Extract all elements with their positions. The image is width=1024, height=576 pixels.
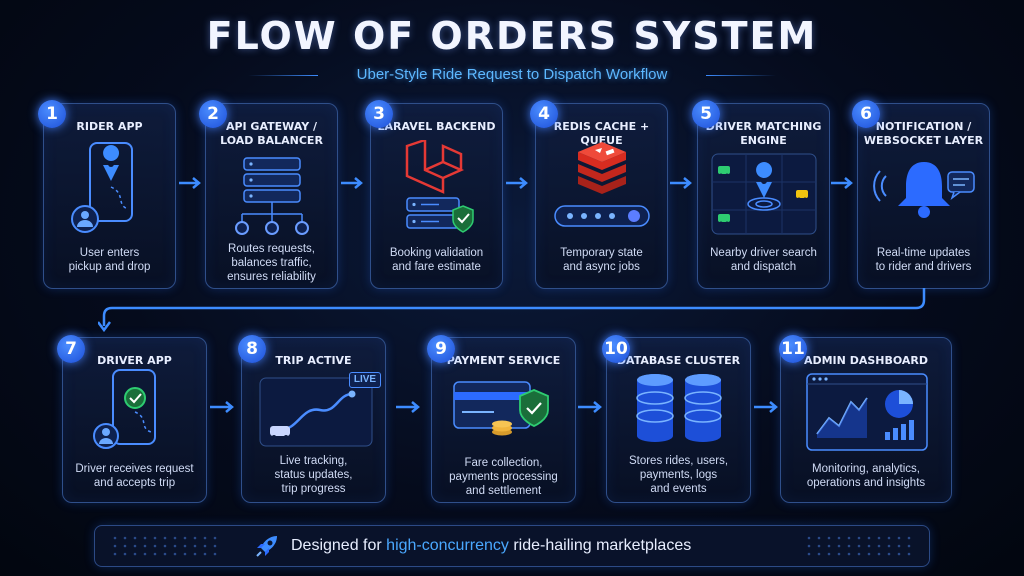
flow-arrow-right (506, 177, 528, 189)
step-desc-line: payments, logs (639, 469, 718, 481)
step-desc-line: Nearby driver search (710, 247, 817, 259)
step-desc-line: pickup and drop (68, 261, 151, 273)
step-number-badge: 8 (238, 335, 266, 363)
step-desc-line: and accepts trip (93, 477, 176, 489)
step-number-badge: 2 (199, 100, 227, 128)
step-card-rider-app: RIDER APP User enters pickup and drop (43, 103, 176, 289)
step-title-line2: WEBSOCKET LAYER (863, 134, 984, 147)
flow-arrow-right (179, 177, 201, 189)
step-desc-line: and settlement (465, 485, 542, 497)
step-card-payment: PAYMENT SERVICE Fare collection, payment… (431, 337, 576, 503)
flow-arrow-right (670, 177, 692, 189)
step-desc-line: Monitoring, analytics, (811, 463, 921, 475)
step-title-line2: ENGINE (740, 134, 787, 147)
step-number-badge: 5 (692, 100, 720, 128)
rocket-icon (256, 536, 277, 557)
step-desc-line: Live tracking, (279, 455, 348, 467)
dashboard-chart-icon (806, 373, 928, 451)
step-card-admin-dashboard: ADMIN DASHBOARD Monitoring, analytics, o… (780, 337, 952, 503)
step-card-api-gateway: API GATEWAY / LOAD BALANCER Routes reque… (205, 103, 338, 289)
step-number-badge: 10 (602, 335, 630, 363)
step-desc-line: Temporary state (560, 247, 643, 259)
footer-prefix: Designed for (291, 537, 387, 554)
step-number-badge: 9 (427, 335, 455, 363)
subtitle-deco-right (706, 75, 776, 76)
step-desc-line: Driver receives request (75, 463, 194, 475)
step-number-badge: 4 (530, 100, 558, 128)
step-desc-line: operations and insights (806, 477, 926, 489)
step-title: PAYMENT SERVICE (446, 354, 561, 367)
step-desc-line: Booking validation (389, 247, 484, 259)
step-title: NOTIFICATION / (875, 120, 972, 133)
step-desc-line: status updates, (274, 469, 353, 481)
bell-chat-icon (873, 162, 975, 218)
step-number-badge: 1 (38, 100, 66, 128)
step-card-driver-app: DRIVER APP Driver receives request and a… (62, 337, 207, 503)
footer-banner: Designed for high-concurrency ride-haili… (94, 525, 930, 567)
step-desc-line: Routes requests, (228, 243, 315, 255)
step-title: DRIVER MATCHING (705, 120, 822, 133)
step-desc-line: to rider and drivers (875, 261, 972, 273)
step-desc-line: balances traffic, (231, 257, 312, 269)
live-badge: LIVE (349, 372, 381, 388)
step-title: DRIVER APP (97, 354, 172, 367)
step-title: API GATEWAY / (225, 120, 318, 133)
dot-pattern-left (113, 536, 217, 556)
step-desc-line: and fare estimate (392, 261, 481, 273)
laravel-server-icon (405, 140, 474, 233)
page-subtitle: Uber-Style Ride Request to Dispatch Work… (356, 66, 668, 83)
footer-suffix: ride-hailing marketplaces (508, 537, 692, 554)
server-network-icon (235, 157, 309, 235)
step-desc-line: and events (650, 483, 707, 495)
step-number-badge: 6 (852, 100, 880, 128)
footer-tagline: Designed for high-concurrency ride-haili… (291, 537, 691, 555)
dot-pattern-right (807, 536, 911, 556)
step-desc-line: Stores rides, users, (628, 455, 729, 467)
step-desc-line: User enters (79, 247, 140, 259)
step-number-badge: 3 (365, 100, 393, 128)
phone-check-icon (93, 369, 156, 449)
footer-highlight: high-concurrency (386, 537, 509, 554)
step-card-redis: REDIS CACHE + QUEUE Temporary state and … (535, 103, 668, 289)
flow-arrow-right (754, 401, 778, 413)
flow-arrow-right (578, 401, 602, 413)
step-card-notification: NOTIFICATION / WEBSOCKET LAYER Real-time… (857, 103, 990, 289)
step-title: DATABASE CLUSTER (616, 354, 741, 367)
step-desc-line: ensures reliability (227, 271, 316, 283)
step-desc-line: Fare collection, (464, 457, 543, 469)
step-title: REDIS CACHE + QUEUE (553, 120, 650, 147)
database-icon (636, 374, 722, 442)
step-card-laravel-backend: LARAVEL BACKEND Booking validation and f… (370, 103, 503, 289)
flow-arrow-right (210, 401, 234, 413)
step-desc-line: trip progress (281, 483, 346, 495)
map-taxi-icon (711, 153, 817, 235)
step-card-driver-matching: DRIVER MATCHING ENGINE Nearby driver sea… (697, 103, 830, 289)
live-route-icon (259, 377, 373, 447)
flow-arrow-right (396, 401, 420, 413)
card-shield-icon (453, 381, 549, 436)
step-desc-line: and dispatch (730, 261, 797, 273)
step-title: LARAVEL BACKEND (377, 120, 496, 133)
step-title: ADMIN DASHBOARD (803, 354, 929, 367)
flow-arrow-right (831, 177, 853, 189)
flow-arrow-right (341, 177, 363, 189)
step-title-line2: LOAD BALANCER (220, 134, 323, 147)
step-title: TRIP ACTIVE (275, 354, 352, 367)
step-number-badge: 7 (57, 335, 85, 363)
step-title: RIDER APP (76, 120, 143, 133)
page-title: FLOW OF ORDERS SYSTEM (206, 14, 818, 58)
subtitle-deco-left (248, 75, 318, 76)
redis-queue-icon (554, 142, 650, 227)
step-desc-line: and async jobs (563, 261, 640, 273)
step-desc-line: Real-time updates (876, 247, 971, 259)
step-card-trip-active: TRIP ACTIVE LIVE Live tracking, status u… (241, 337, 386, 503)
step-desc-line: payments processing (449, 471, 558, 483)
step-number-badge: 11 (779, 335, 807, 363)
phone-location-icon (71, 142, 133, 233)
flow-connector-wrap (98, 288, 926, 333)
step-card-database: DATABASE CLUSTER Stores rides, users, pa… (606, 337, 751, 503)
